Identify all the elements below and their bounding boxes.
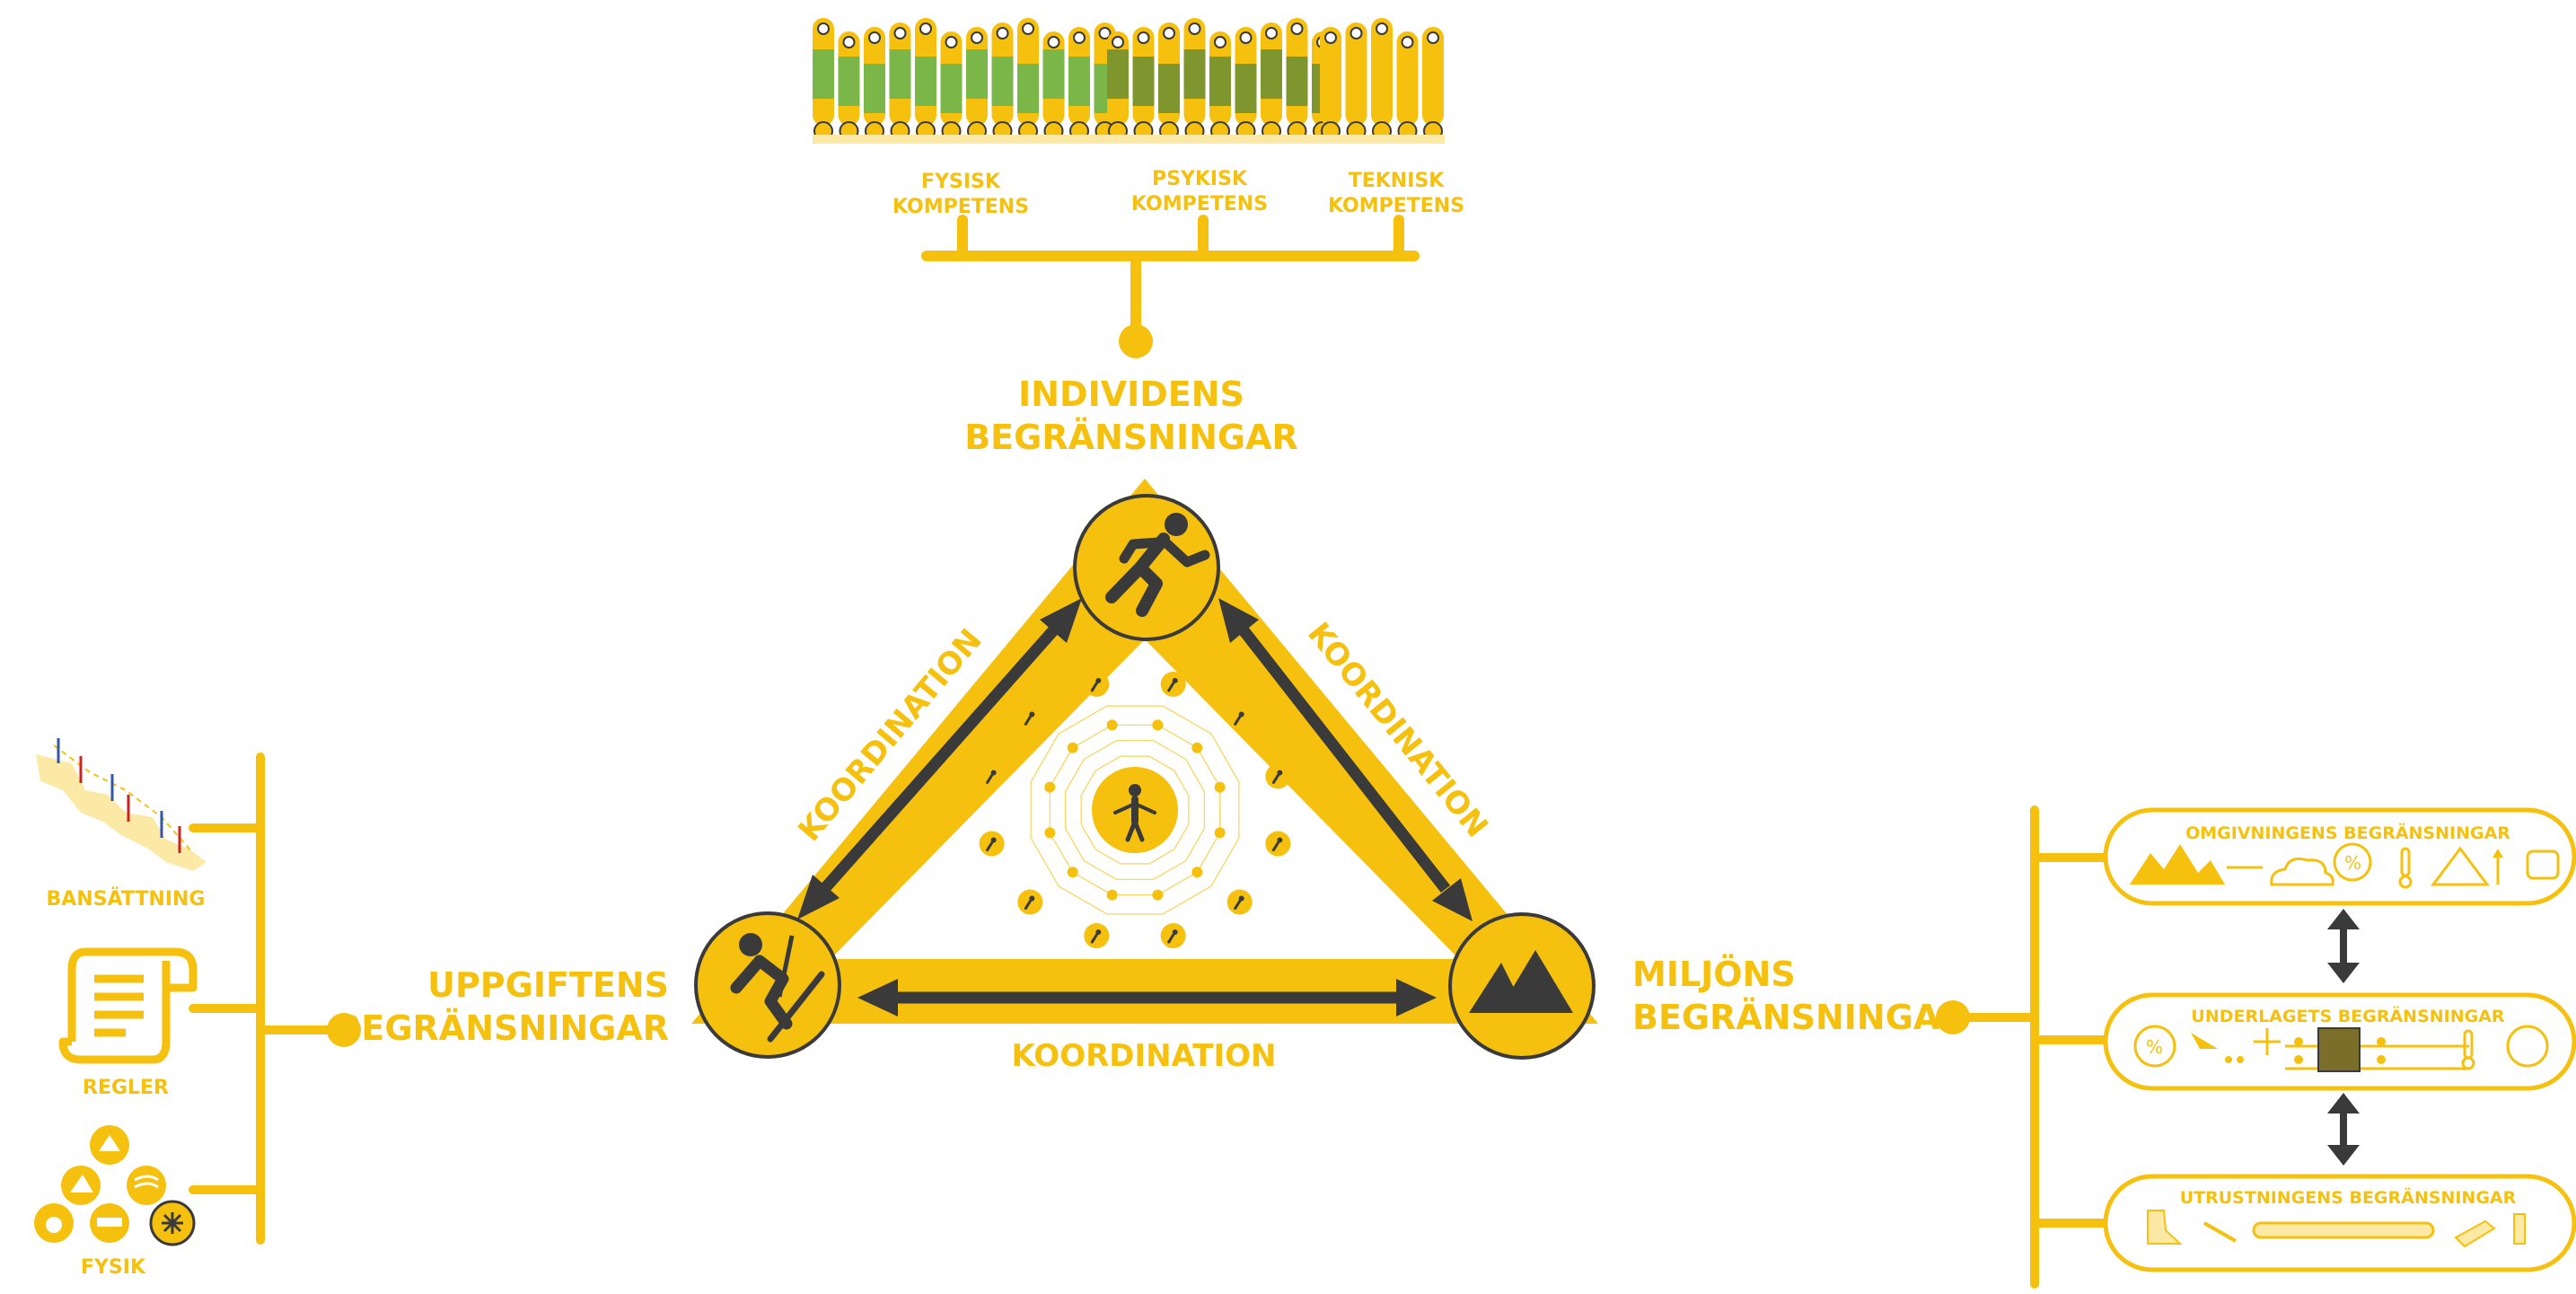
- competence-tube: [1371, 18, 1393, 141]
- competence-tube: [915, 18, 936, 141]
- left-connector: [189, 753, 341, 1245]
- competence-tube: [864, 27, 885, 141]
- network-node: [1191, 867, 1203, 878]
- sport-icon: [979, 831, 1005, 857]
- competence-tubes: [813, 18, 1445, 144]
- competence-tube: [1261, 22, 1282, 141]
- competence-tube: [1068, 27, 1090, 141]
- sport-icon: [1265, 763, 1291, 789]
- physics-icons-cluster: [34, 1125, 196, 1246]
- panel-underlag: UNDERLAGETS BEGRÄNSNINGAR %: [2103, 992, 2576, 1091]
- network-node: [1152, 889, 1164, 901]
- vertex-left: [694, 911, 841, 1059]
- miljons-title-1: MILJÖNS: [1632, 955, 1796, 994]
- competence-tube: [1422, 27, 1444, 141]
- competence-tube: [1345, 22, 1367, 141]
- runner-icon: [1105, 513, 1210, 617]
- network-node: [1044, 827, 1056, 839]
- sport-icon: [1084, 671, 1110, 697]
- sport-icon: [1226, 705, 1253, 731]
- competence-tube: [1158, 22, 1180, 141]
- competence-tube: [1183, 18, 1206, 141]
- group-label-fysisk-1: FYSISK: [921, 171, 1001, 193]
- individens-title-1: INDIVIDENS: [1018, 374, 1244, 414]
- network-node: [1214, 827, 1226, 839]
- left-item-label-regler: REGLER: [83, 1077, 169, 1099]
- svg-text:%: %: [2146, 1036, 2163, 1058]
- competence-tube: [838, 31, 860, 141]
- tube-base: [813, 135, 1445, 144]
- right-node-dot: [1936, 1000, 1970, 1034]
- competence-tube: [991, 22, 1014, 141]
- sport-icon: [1017, 889, 1043, 915]
- group-label-teknisk-1: TEKNISK: [1349, 170, 1446, 192]
- group-label-psykisk-1: PSYKISK: [1152, 168, 1248, 190]
- center-network: [979, 671, 1291, 949]
- sport-icon: [1084, 923, 1110, 949]
- competence-tube: [940, 31, 963, 141]
- panel-label-omgivning: OMGIVNINGENS BEGRÄNSNINGAR: [2185, 822, 2510, 843]
- arrow-underlag-utrustning: [2327, 1093, 2360, 1166]
- panel-omgivning: OMGIVNINGENS BEGRÄNSNINGAR %: [2103, 807, 2576, 906]
- network-node: [1044, 781, 1056, 793]
- group-label-psykisk-2: KOMPETENS: [1131, 193, 1268, 216]
- miljons-title-2: BEGRÄNSNINGAR: [1632, 998, 1966, 1037]
- uppgiftens-title-2: BEGRÄNSNINGAR: [335, 1008, 669, 1048]
- competence-tube: [1235, 27, 1257, 141]
- network-node: [1067, 742, 1078, 753]
- uppgiftens-title-1: UPPGIFTENS: [427, 965, 669, 1005]
- mountains-icon: [1469, 950, 1573, 1013]
- environment-icons: %: [2130, 842, 2560, 889]
- left-item-label-bansattning: BANSÄTTNING: [47, 887, 206, 911]
- competence-tube: [1209, 31, 1231, 141]
- network-node: [1152, 719, 1164, 731]
- arrow-omgivning-underlag: [2327, 909, 2360, 983]
- sport-icon: [1160, 671, 1186, 697]
- top-node-dot: [1119, 324, 1153, 358]
- coordination-arrows: [797, 598, 1473, 1017]
- edge-label-bottom: KOORDINATION: [1011, 1038, 1276, 1074]
- sport-icon: [1265, 831, 1291, 857]
- network-node: [1191, 742, 1203, 753]
- network-node: [1106, 889, 1118, 901]
- competence-labels: FYSISK KOMPETENS PSYKISK KOMPETENS TEKNI…: [892, 168, 1464, 218]
- slalom-course-icon: [36, 738, 207, 871]
- panel-utrustning: UTRUSTNINGENS BEGRÄNSNINGAR: [2103, 1174, 2576, 1272]
- competence-tube: [1396, 31, 1419, 141]
- network-node: [1106, 719, 1118, 731]
- panel-label-underlag: UNDERLAGETS BEGRÄNSNINGAR: [2191, 1005, 2505, 1026]
- right-connector: [1956, 805, 2110, 1289]
- competence-tube: [966, 27, 988, 141]
- vertex-top: [1073, 494, 1220, 641]
- competence-tube: [889, 22, 911, 141]
- competence-tube: [1017, 18, 1039, 141]
- skier-icon: [730, 933, 825, 1043]
- left-node-dot: [327, 1013, 361, 1047]
- sport-icon: [1017, 705, 1043, 731]
- sport-icon: [1160, 923, 1186, 949]
- svg-text:%: %: [2344, 852, 2361, 874]
- panel-label-utrustning: UTRUSTNINGENS BEGRÄNSNINGAR: [2180, 1186, 2517, 1208]
- sport-icon: [1226, 889, 1253, 915]
- network-node: [1067, 867, 1078, 878]
- competence-tube: [1132, 27, 1155, 141]
- competence-tube: [813, 18, 834, 141]
- vertex-right: [1448, 912, 1596, 1060]
- competence-tube: [1286, 18, 1308, 141]
- scroll-icon: [58, 947, 198, 1064]
- person-network-icon: [1092, 767, 1178, 853]
- individens-title-2: BEGRÄNSNINGAR: [964, 418, 1298, 457]
- competence-tube: [1042, 31, 1065, 141]
- surface-icons: %: [2133, 1025, 2549, 1072]
- group-label-fysisk-2: KOMPETENS: [892, 196, 1029, 218]
- group-label-teknisk-2: KOMPETENS: [1328, 195, 1464, 217]
- top-connector: [921, 215, 1420, 342]
- left-item-label-fysik: FYSIK: [81, 1256, 146, 1279]
- network-node: [1214, 781, 1226, 793]
- sport-icon: [979, 763, 1005, 789]
- equipment-icons: [2147, 1210, 2526, 1248]
